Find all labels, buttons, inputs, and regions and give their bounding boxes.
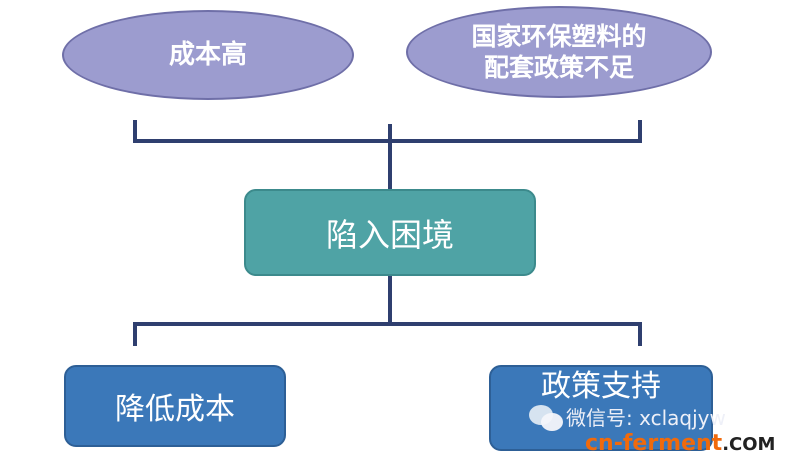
cause-ellipse-cost: 成本高 xyxy=(62,10,354,100)
center-label: 陷入困境 xyxy=(325,215,454,254)
cause-label: 成本高 xyxy=(168,39,247,70)
cause-label-line2: 配套政策不足 xyxy=(483,53,634,82)
top-bracket-left-tick xyxy=(133,120,137,142)
cause-label-line1: 国家环保塑料的 xyxy=(471,21,647,51)
site-brand: cn-ferment xyxy=(585,431,723,456)
solution-box-reduce-cost: 降低成本 xyxy=(64,365,286,447)
solution-label: 降低成本 xyxy=(115,392,235,427)
top-connector-stem xyxy=(388,124,392,190)
bottom-connector-stem xyxy=(388,276,392,326)
bottom-bracket-right-tick xyxy=(638,322,642,346)
wechat-icon xyxy=(528,404,564,432)
cause-ellipse-policy: 国家环保塑料的 配套政策不足 xyxy=(406,6,712,98)
center-box: 陷入困境 xyxy=(244,189,536,276)
solution-label: 政策支持 xyxy=(541,369,661,404)
solution-box-policy-support: 政策支持 xyxy=(489,365,713,451)
site-watermark: cn-ferment.COM xyxy=(585,431,776,456)
wechat-watermark: 微信号: xclaqjyw xyxy=(566,406,726,430)
site-tld: .COM xyxy=(722,434,776,455)
top-bracket-right-tick xyxy=(638,120,642,142)
top-bracket-bar xyxy=(133,139,642,143)
bottom-bracket-left-tick xyxy=(133,322,137,346)
bottom-bracket-bar xyxy=(133,322,642,326)
